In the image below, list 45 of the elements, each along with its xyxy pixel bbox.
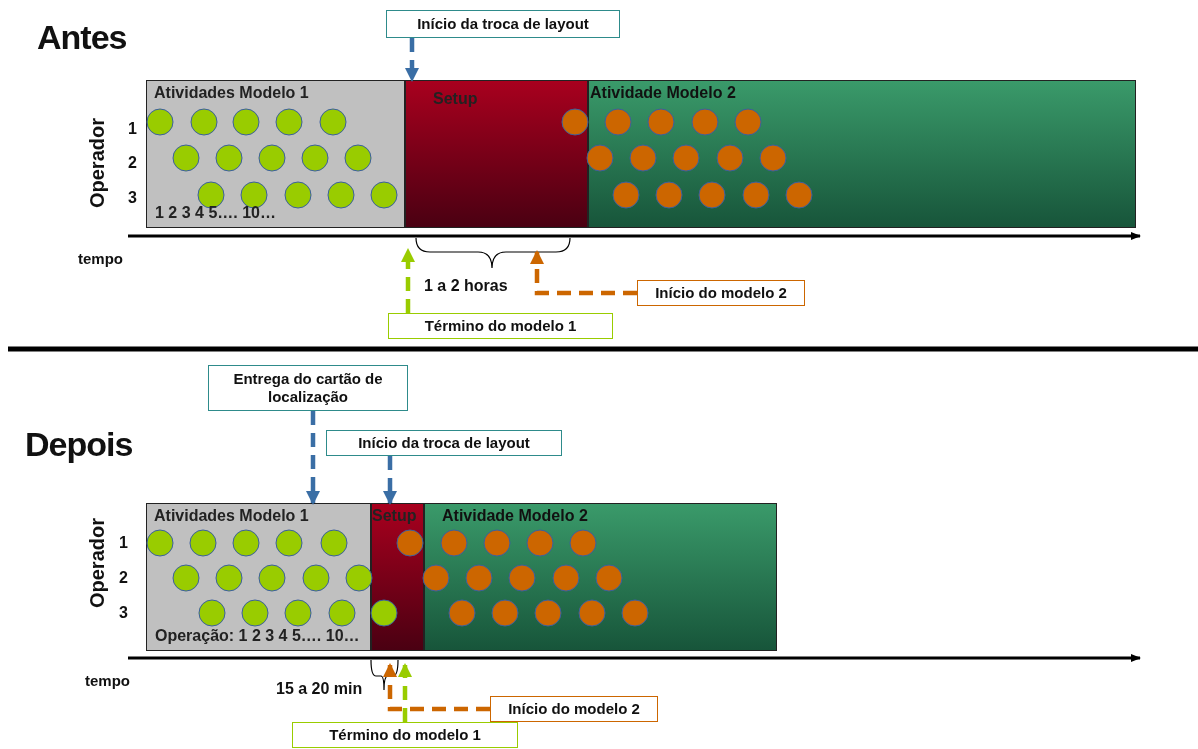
- axis-label: Operador: [86, 118, 109, 209]
- row-number: 3: [128, 189, 137, 207]
- duration-label: 1 a 2 horas: [424, 277, 508, 295]
- row-number: 2: [128, 154, 137, 172]
- arrow: [383, 456, 397, 505]
- section-heading: Antes: [37, 18, 127, 57]
- arrow: [401, 248, 415, 313]
- block-title: Setup: [433, 90, 478, 108]
- setup-block: [405, 80, 588, 228]
- operation-sequence: 1 2 3 4 5…. 10…: [155, 204, 276, 222]
- callout-box: [490, 696, 658, 722]
- arrow: [306, 411, 320, 505]
- arrow: [398, 663, 412, 722]
- axis-label: tempo: [85, 672, 130, 689]
- row-number: 1: [128, 120, 137, 138]
- arrow: [530, 250, 637, 296]
- section-heading: Depois: [25, 425, 133, 464]
- row-number: 1: [119, 534, 128, 552]
- callout-box: [326, 430, 562, 456]
- duration-label: 15 a 20 min: [276, 680, 363, 698]
- callout-box: [637, 280, 805, 306]
- callout-text: Início do modelo 2: [508, 700, 640, 718]
- callout-box: [388, 313, 613, 339]
- callout-text: Término do modelo 1: [329, 726, 481, 744]
- arrow: [383, 663, 490, 712]
- block-title: Atividade Modelo 2: [442, 507, 588, 525]
- row-number: 2: [119, 569, 128, 587]
- block-title: Atividades Modelo 1: [154, 84, 309, 102]
- axis-label: Operador: [86, 518, 109, 609]
- callout-text: Início da troca de layout: [417, 15, 589, 33]
- block-title: Atividade Modelo 2: [590, 84, 736, 102]
- callout-box: [386, 10, 620, 38]
- block-title: Atividades Modelo 1: [154, 507, 309, 525]
- callout-box: [292, 722, 518, 748]
- block-title: Setup: [372, 507, 417, 525]
- callout-box: [208, 365, 408, 411]
- callout-text: Entrega do cartão de localização: [232, 370, 384, 406]
- axis-label: tempo: [78, 250, 123, 267]
- arrow: [405, 38, 419, 82]
- callout-text: Início do modelo 2: [655, 284, 787, 302]
- callout-text: Término do modelo 1: [424, 317, 577, 335]
- callout-text: Início da troca de layout: [358, 434, 530, 452]
- operation-sequence: Operação: 1 2 3 4 5…. 10…: [155, 627, 360, 645]
- activity-block: [588, 80, 1136, 228]
- row-number: 3: [119, 604, 128, 622]
